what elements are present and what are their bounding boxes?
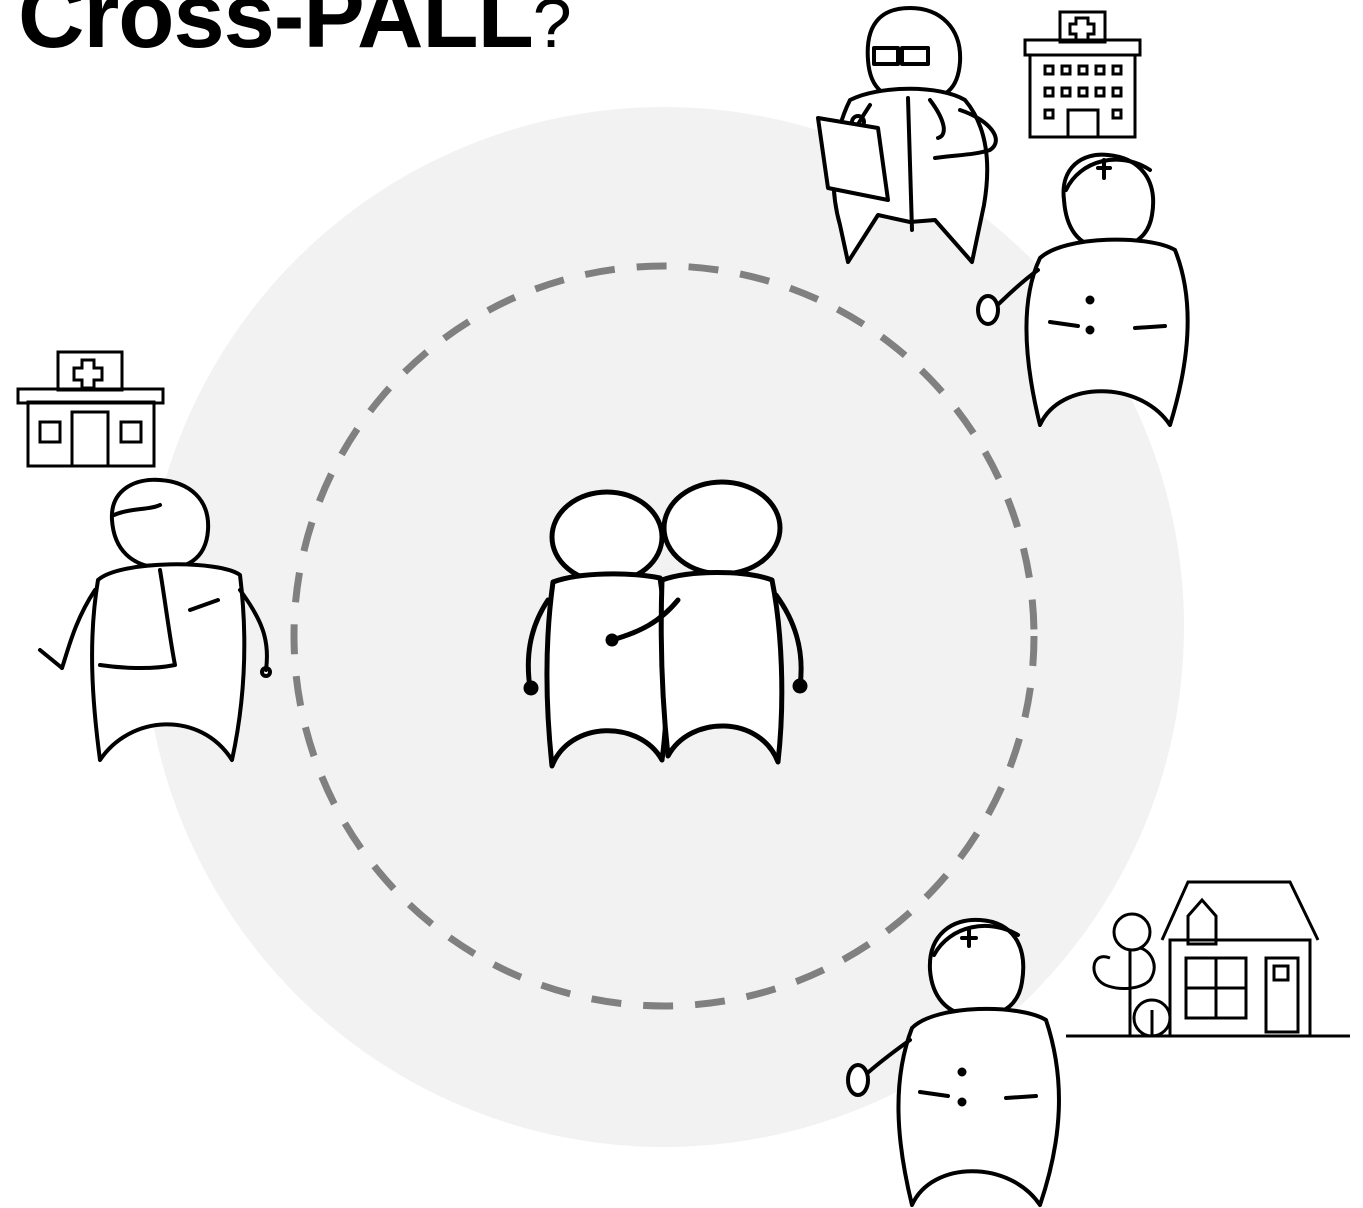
clinic-building-icon xyxy=(18,352,163,466)
hospital-building-icon xyxy=(1025,12,1140,137)
patient-pair-figure xyxy=(526,482,805,766)
house-icon xyxy=(1066,882,1350,1036)
